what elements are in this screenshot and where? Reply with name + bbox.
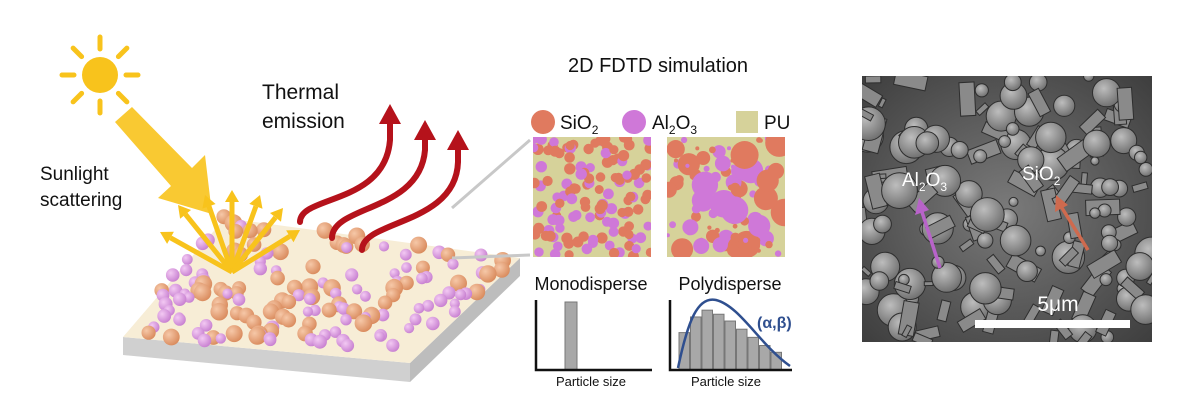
- polydisperse-simulation-panel: [667, 137, 785, 257]
- mono-x-axis-label: Particle size: [556, 374, 626, 389]
- monodisperse-simulation-panel: [533, 137, 651, 257]
- scattering-arrows-icon: [160, 190, 300, 275]
- simulation-title: 2D FDTD simulation: [568, 55, 748, 77]
- distribution-fit-curve: [676, 298, 791, 369]
- zoom-lines: [451, 138, 531, 260]
- sem-al2o3-label: Al2O3: [902, 170, 947, 194]
- polydisperse-label: Polydisperse: [678, 274, 781, 294]
- thermal-emission-arrows-icon: [297, 119, 461, 253]
- simulation-legend: SiO2 Al2O3 PU: [531, 110, 790, 137]
- thermal-arrowheads-icon: [379, 104, 469, 150]
- sio2-legend-label: SiO2: [560, 113, 599, 137]
- incoming-sunlight-arrow-icon: [115, 107, 212, 214]
- pu-legend-label: PU: [764, 113, 790, 134]
- sio2-pointer-arrow-icon: [1055, 195, 1090, 251]
- al2o3-pointer-arrow-icon: [915, 198, 942, 269]
- scale-bar: [975, 320, 1130, 328]
- thermal-label-line1: Thermal: [262, 81, 339, 104]
- sem-sio2-label: SiO2: [1022, 164, 1061, 188]
- sun-icon: [59, 34, 141, 116]
- fit-params-label: (α,β): [757, 315, 792, 332]
- poly-x-axis-label: Particle size: [691, 374, 761, 389]
- al2o3-legend-label: Al2O3: [652, 113, 697, 137]
- al2o3-legend-swatch: [622, 110, 646, 134]
- polydisperse-histogram: [668, 298, 792, 372]
- monodisperse-label: Monodisperse: [534, 274, 647, 294]
- sunlight-label-line2: scattering: [40, 190, 122, 211]
- thermal-label-line2: emission: [262, 110, 345, 133]
- pu-legend-swatch: [736, 111, 758, 133]
- coating-slab: [123, 218, 520, 382]
- monodisperse-histogram: [534, 300, 652, 372]
- sem-micrograph: [862, 76, 1152, 342]
- scale-bar-label: 5μm: [1037, 293, 1078, 316]
- sunlight-label-line1: Sunlight: [40, 164, 109, 185]
- sio2-legend-swatch: [531, 110, 555, 134]
